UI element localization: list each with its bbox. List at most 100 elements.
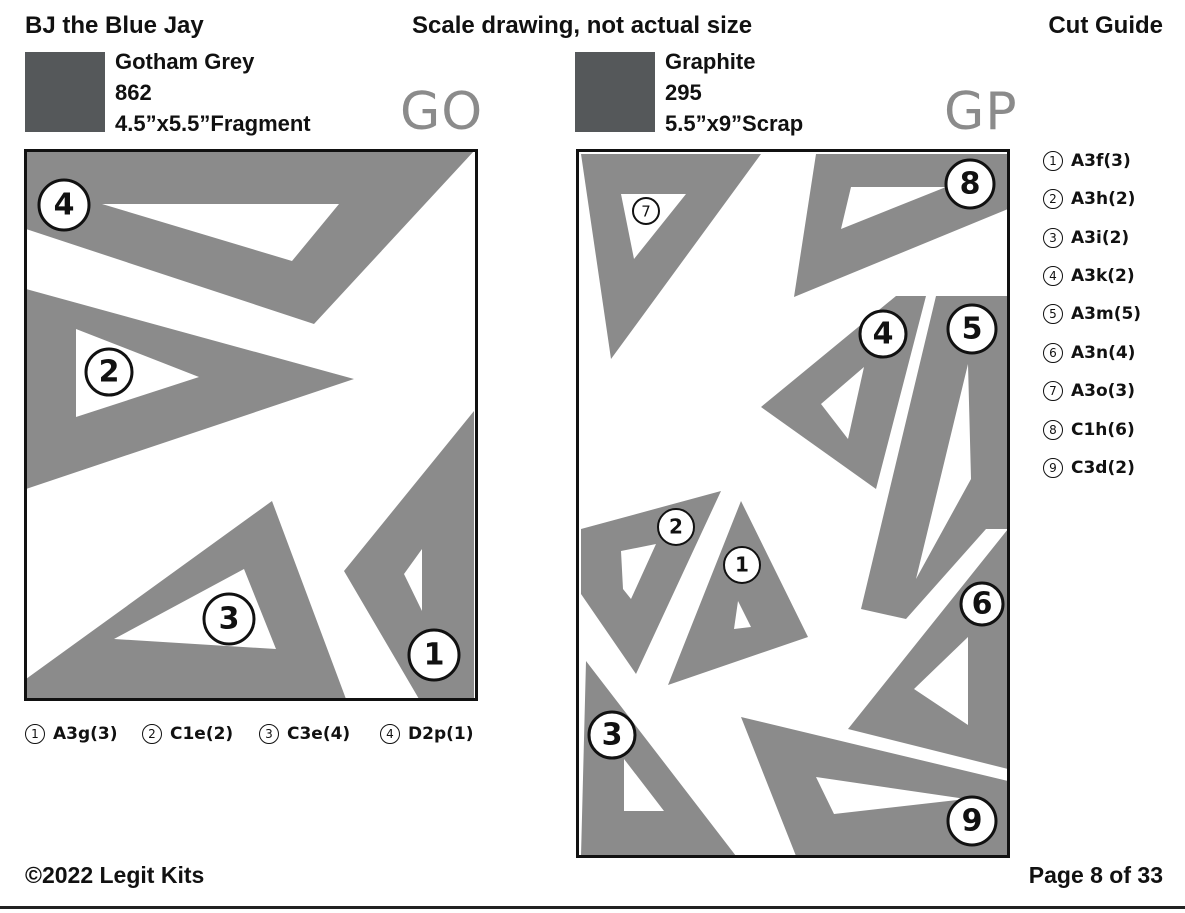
- fabric-number: 862: [115, 80, 152, 105]
- legend-label: C1h(6): [1071, 420, 1135, 440]
- piece-number-circle: [407, 628, 461, 682]
- piece-number-7: 7: [632, 197, 660, 225]
- piece-number-4: 4: [858, 309, 908, 359]
- legend-label: A3n(4): [1071, 343, 1136, 363]
- legend-number: 8: [1043, 420, 1063, 440]
- legend-label: D2p(1): [408, 724, 474, 744]
- piece-number-text: 6: [972, 587, 993, 622]
- legend-label: A3g(3): [53, 724, 118, 744]
- legend-label: A3m(5): [1071, 304, 1142, 324]
- legend-label: C3e(4): [287, 724, 351, 744]
- legend-item-right-5: 5 A3m(5): [1043, 304, 1141, 324]
- piece-number-text: 3: [602, 718, 623, 753]
- fabric-size: 5.5”x9”Scrap: [665, 111, 804, 136]
- piece-3-shape: [26, 501, 346, 699]
- legend-number: 4: [380, 724, 400, 744]
- fabric-code-left: GO: [400, 82, 484, 142]
- piece-number-3: 3: [587, 710, 637, 760]
- fabric-name: Graphite: [665, 49, 756, 74]
- legend-item-right-1: 1 A3f(3): [1043, 151, 1131, 171]
- legend-item-right-8: 8 C1h(6): [1043, 420, 1135, 440]
- piece-number-text: 5: [962, 312, 983, 347]
- legend-number: 3: [1043, 228, 1063, 248]
- piece-number-circle: [946, 303, 998, 355]
- fabric-name: Gotham Grey: [115, 49, 255, 74]
- legend-item-left-1: 1 A3g(3): [25, 724, 118, 744]
- fabric-outline: [24, 149, 478, 701]
- piece-number-circle: [587, 710, 637, 760]
- piece-3-shape: [581, 661, 736, 856]
- piece-number-text: 1: [424, 638, 445, 673]
- piece-number-2: 2: [657, 508, 695, 546]
- piece-number-text: 1: [735, 553, 749, 577]
- piece-number-1: 1: [407, 628, 461, 682]
- legend-number: 9: [1043, 458, 1063, 478]
- piece-number-text: 2: [669, 515, 683, 539]
- piece-2-shape: [26, 289, 354, 489]
- piece-number-5: 5: [946, 303, 998, 355]
- scale-note: Scale drawing, not actual size: [412, 12, 753, 39]
- legend-number: 6: [1043, 343, 1063, 363]
- piece-number-circle: [723, 546, 761, 584]
- legend-item-right-3: 3 A3i(2): [1043, 228, 1129, 248]
- legend-number: 4: [1043, 266, 1063, 286]
- fabric-swatch-gotham-grey: [25, 52, 105, 132]
- piece-number-8: 8: [944, 158, 996, 210]
- piece-number-circle: [632, 197, 660, 225]
- legend-label: C3d(2): [1071, 458, 1135, 478]
- legend-label: A3h(2): [1071, 189, 1136, 209]
- legend-item-right-7: 7 A3o(3): [1043, 381, 1135, 401]
- piece-5-shape: [861, 296, 1008, 619]
- piece-number-text: 3: [219, 602, 240, 637]
- fabric-outline: [576, 149, 1010, 858]
- piece-number-text: 7: [641, 203, 651, 221]
- piece-number-4: 4: [37, 178, 91, 232]
- piece-number-circle: [202, 592, 256, 646]
- piece-number-text: 9: [962, 804, 983, 839]
- piece-1-shape: [344, 411, 474, 699]
- page-number: Page 8 of 33: [1028, 862, 1163, 888]
- fabric-info-left: Gotham Grey 862 4.5”x5.5”Fragment: [115, 46, 311, 139]
- cut-diagram-gotham-grey: 4 2 3 1: [24, 149, 478, 701]
- piece-1-shape: [668, 501, 808, 685]
- fabric-size: 4.5”x5.5”Fragment: [115, 111, 311, 136]
- legend-label: C1e(2): [170, 724, 234, 744]
- legend-item-left-2: 2 C1e(2): [142, 724, 233, 744]
- legend-number: 7: [1043, 381, 1063, 401]
- piece-number-text: 4: [873, 317, 894, 352]
- piece-number-3: 3: [202, 592, 256, 646]
- piece-4-shape: [26, 151, 474, 324]
- legend-number: 1: [25, 724, 45, 744]
- piece-number-1: 1: [723, 546, 761, 584]
- piece-number-circle: [37, 178, 91, 232]
- pattern-title: BJ the Blue Jay: [25, 12, 204, 39]
- legend-number: 2: [142, 724, 162, 744]
- fabric-number: 295: [665, 80, 702, 105]
- piece-number-9: 9: [946, 795, 998, 847]
- legend-label: A3o(3): [1071, 381, 1136, 401]
- piece-7-shape: [581, 154, 761, 359]
- piece-9-shape: [741, 717, 1008, 856]
- piece-number-circle: [657, 508, 695, 546]
- cut-diagram-graphite: 7 8 4 5 2 1 6 3 9: [576, 149, 1010, 858]
- legend-number: 5: [1043, 304, 1063, 324]
- legend-item-right-2: 2 A3h(2): [1043, 189, 1135, 209]
- piece-number-2: 2: [84, 347, 134, 397]
- piece-number-circle: [84, 347, 134, 397]
- fabric-code-right: GP: [944, 82, 1018, 142]
- piece-number-text: 8: [960, 167, 981, 202]
- legend-number: 2: [1043, 189, 1063, 209]
- bottom-rule: [0, 906, 1185, 909]
- piece-number-circle: [858, 309, 908, 359]
- piece-number-circle: [959, 581, 1005, 627]
- copyright: ©2022 Legit Kits: [25, 862, 205, 888]
- legend-number: 1: [1043, 151, 1063, 171]
- piece-number-circle: [946, 795, 998, 847]
- piece-number-text: 4: [54, 188, 75, 223]
- legend-label: A3i(2): [1071, 228, 1130, 248]
- legend-label: A3f(3): [1071, 151, 1131, 171]
- piece-number-6: 6: [959, 581, 1005, 627]
- piece-number-text: 2: [99, 355, 120, 390]
- fabric-swatch-graphite: [575, 52, 655, 132]
- legend-item-left-4: 4 D2p(1): [380, 724, 473, 744]
